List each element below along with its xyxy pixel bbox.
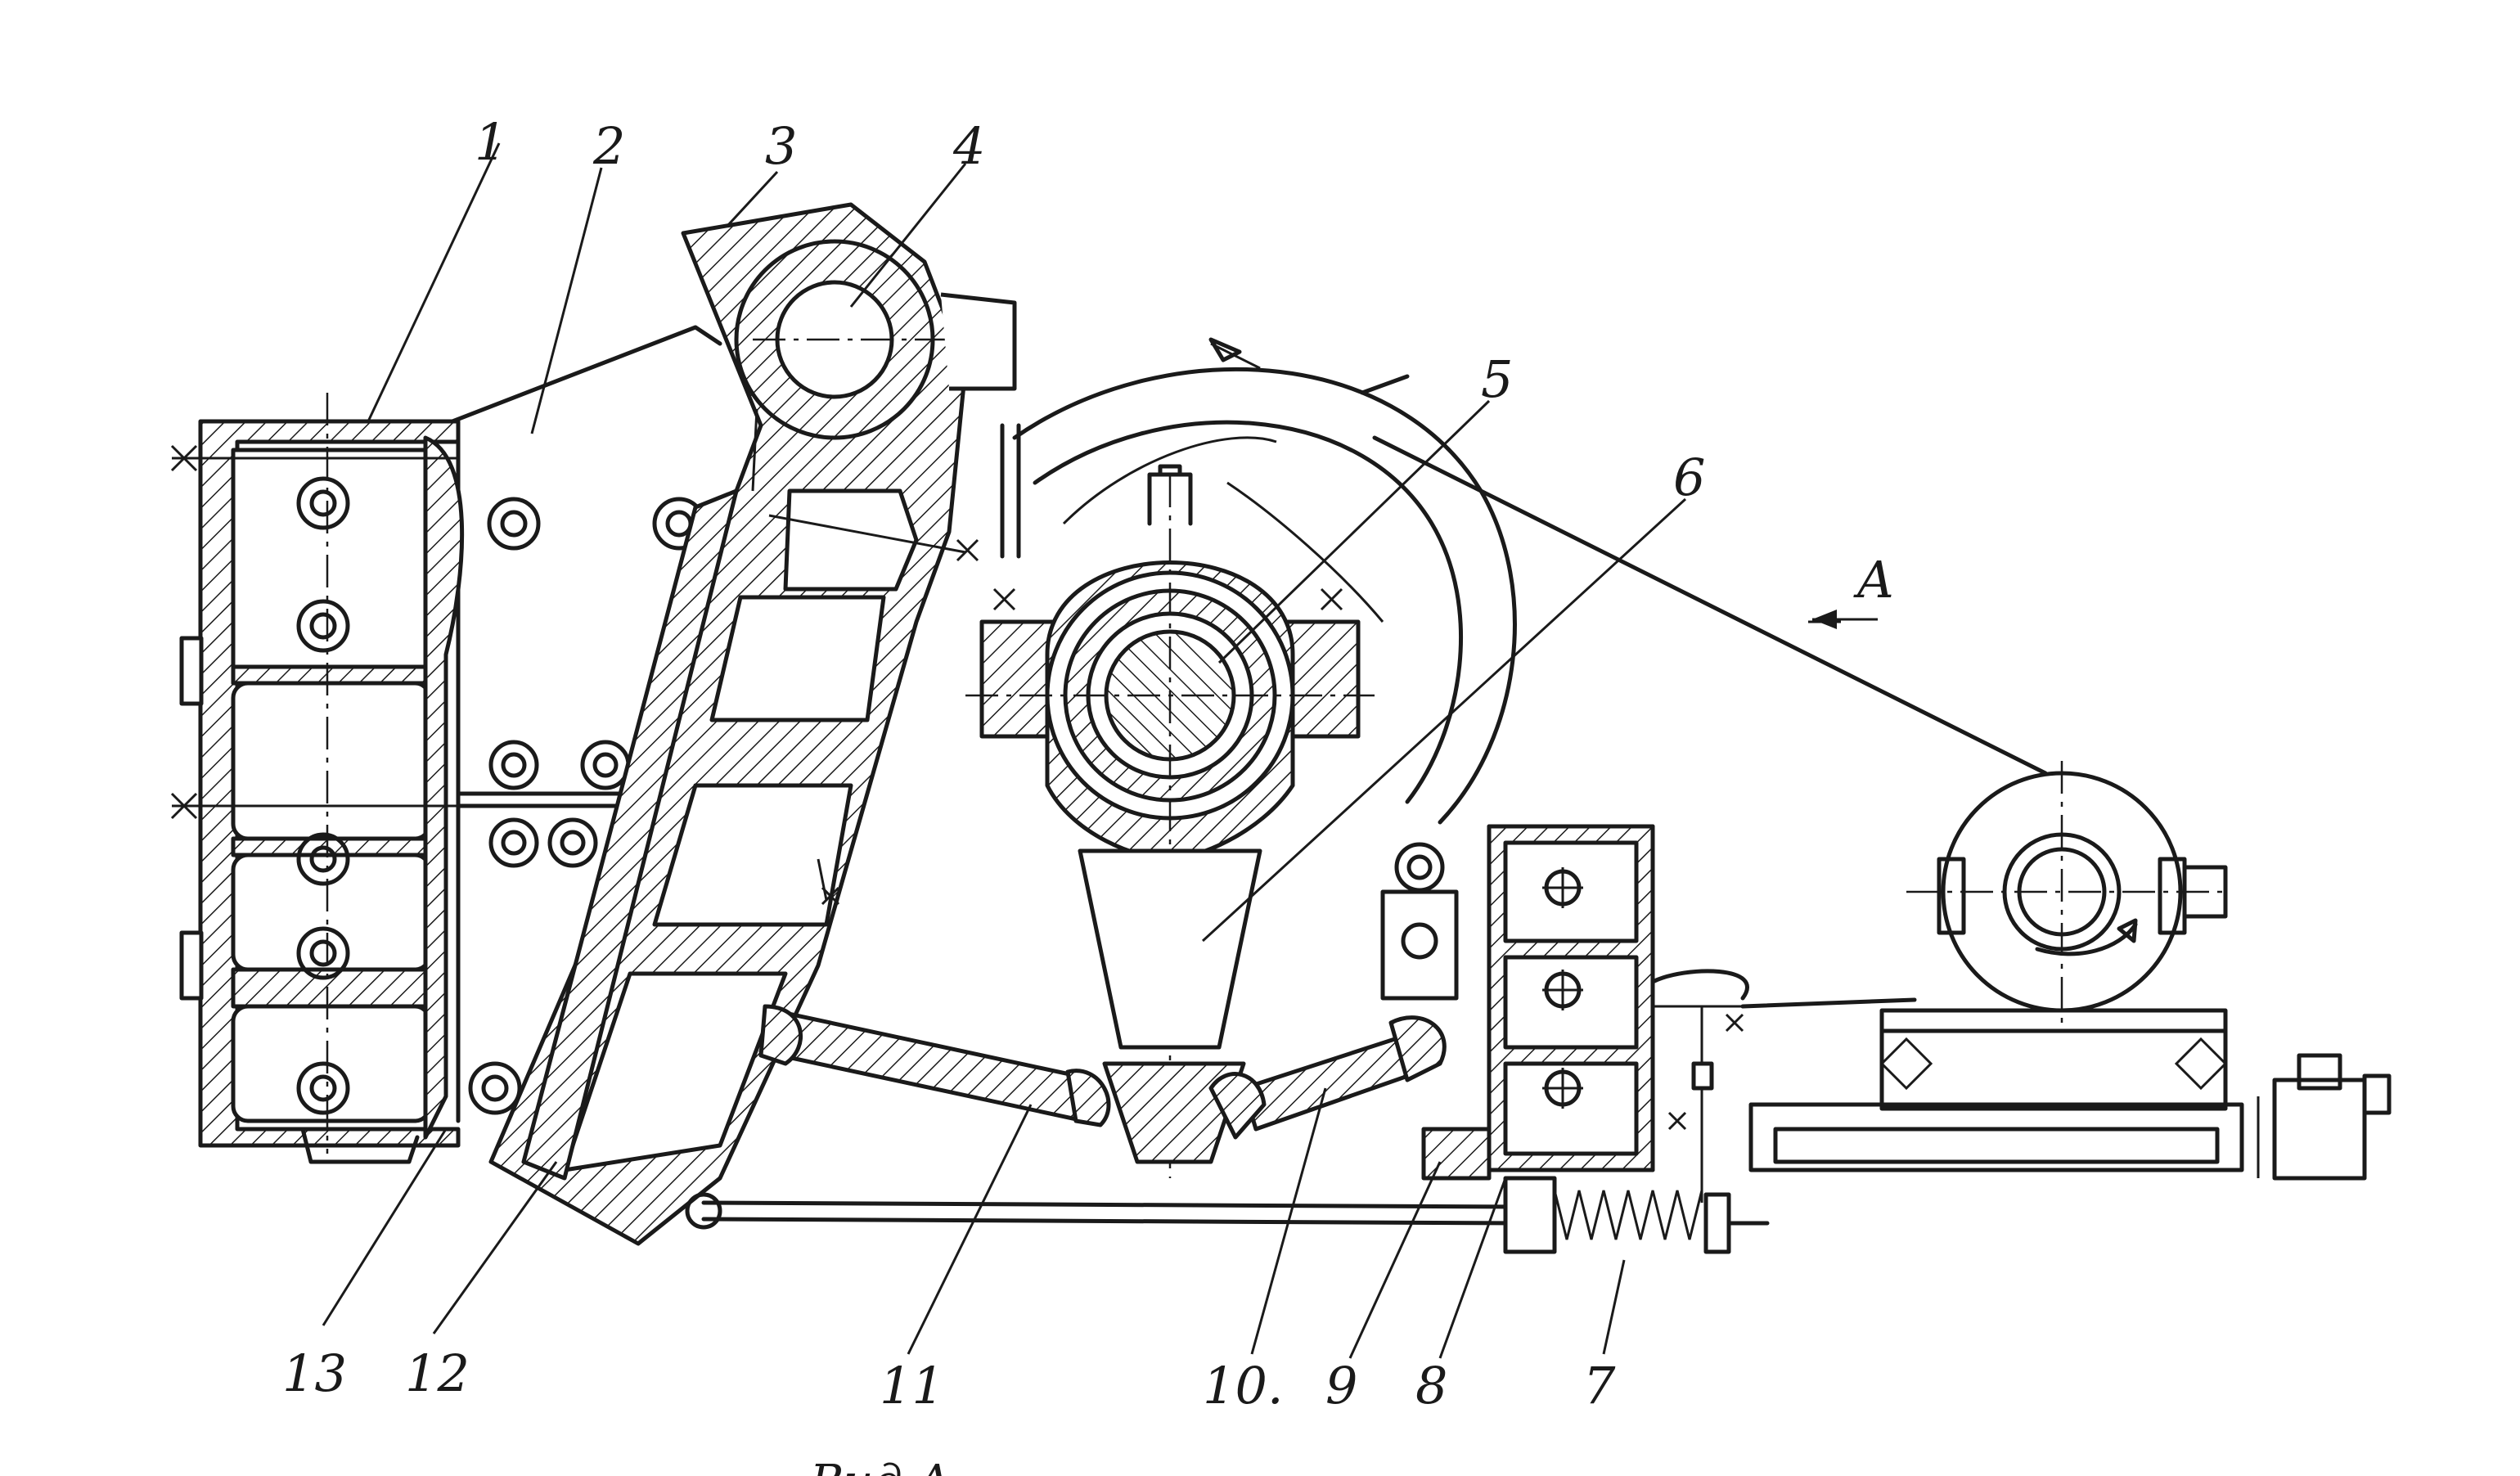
callout-7: 7 [1583, 1356, 1616, 1415]
callout-10: 10. [1203, 1356, 1284, 1415]
bottom-caption: Вид А [809, 1456, 952, 1476]
frame-side-plate [439, 325, 722, 1123]
movable-jaw [488, 202, 1023, 1246]
callout-leaders [322, 142, 1687, 1359]
callout-6: 6 [1673, 448, 1705, 507]
callout-2: 2 [592, 116, 625, 176]
view-a-marker: A [1812, 550, 1894, 629]
callout-13: 13 [282, 1343, 347, 1403]
pitman [965, 464, 1375, 1178]
flywheel [1000, 337, 1517, 825]
front-wall [170, 393, 465, 1164]
callout-12: 12 [405, 1343, 470, 1403]
callout-11: 11 [880, 1356, 944, 1415]
motor [1748, 761, 2392, 1181]
callout-8: 8 [1415, 1356, 1447, 1415]
callout-5: 5 [1481, 349, 1513, 409]
view-a-label: A [1853, 550, 1894, 610]
callout-3: 3 [765, 116, 797, 176]
adjustment-block [701, 824, 1770, 1254]
toggle-plates [758, 1004, 1447, 1140]
callout-1: 1 [475, 112, 506, 172]
callout-4: 4 [952, 116, 985, 176]
callout-9: 9 [1325, 1356, 1357, 1415]
callout-labels: 1 2 3 4 5 6 7 8 9 10. 11 12 13 [282, 112, 1705, 1415]
